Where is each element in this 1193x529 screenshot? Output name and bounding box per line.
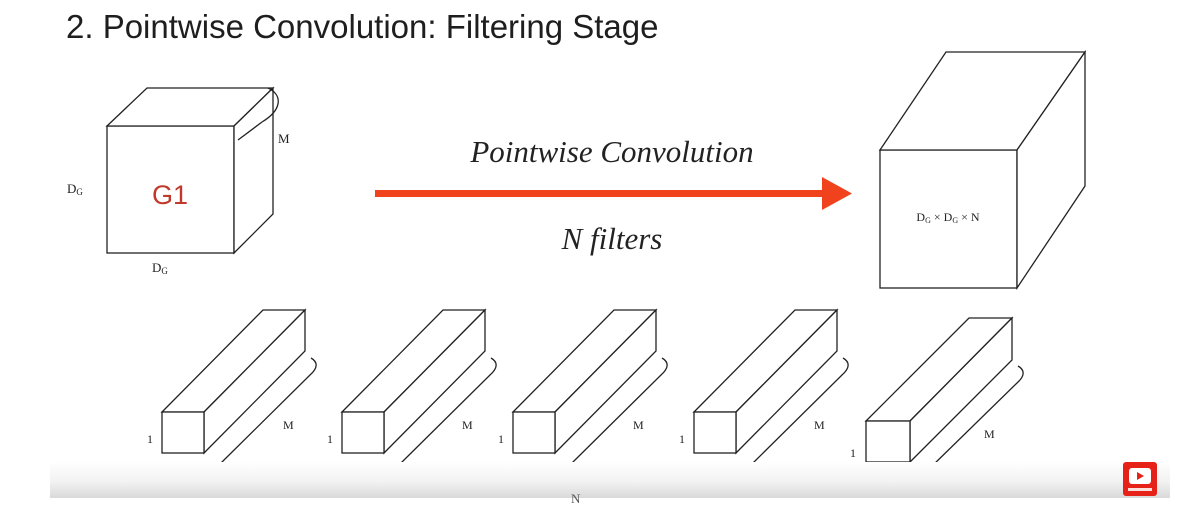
operation-name: Pointwise Convolution — [469, 134, 753, 169]
filter-1-depth: M — [283, 418, 294, 432]
input-depth-label: M — [278, 131, 290, 146]
filter-5-height: 1 — [850, 446, 856, 460]
filter-4-depth: M — [814, 418, 825, 432]
filter-5-depth: M — [984, 427, 995, 441]
output-tensor-label: DG × DG × N — [916, 210, 979, 225]
filter-2-depth: M — [462, 418, 473, 432]
youtube-subscribe-icon[interactable] — [1123, 462, 1157, 496]
filter-2-height: 1 — [327, 432, 333, 446]
filters-count-label: N — [571, 491, 581, 506]
video-bottom-fade — [50, 462, 1170, 498]
filter-3-height: 1 — [498, 432, 504, 446]
input-height-label: DG — [67, 181, 83, 197]
output-tensor-cube — [878, 49, 1087, 291]
filter-5 — [864, 316, 1024, 475]
input-width-label: DG — [152, 260, 168, 276]
filter-3-depth: M — [633, 418, 644, 432]
filter-3 — [511, 308, 668, 467]
filter-1 — [160, 308, 317, 467]
filter-2 — [340, 308, 497, 467]
filter-4-height: 1 — [679, 432, 685, 446]
filter-1-height: 1 — [147, 432, 153, 446]
input-tensor-label: G1 — [152, 180, 188, 210]
input-tensor-cube — [105, 86, 279, 255]
filter-4 — [692, 308, 849, 467]
arrow — [375, 177, 852, 210]
page-title: 2. Pointwise Convolution: Filtering Stag… — [66, 8, 659, 45]
operation-filters: N filters — [561, 221, 663, 256]
